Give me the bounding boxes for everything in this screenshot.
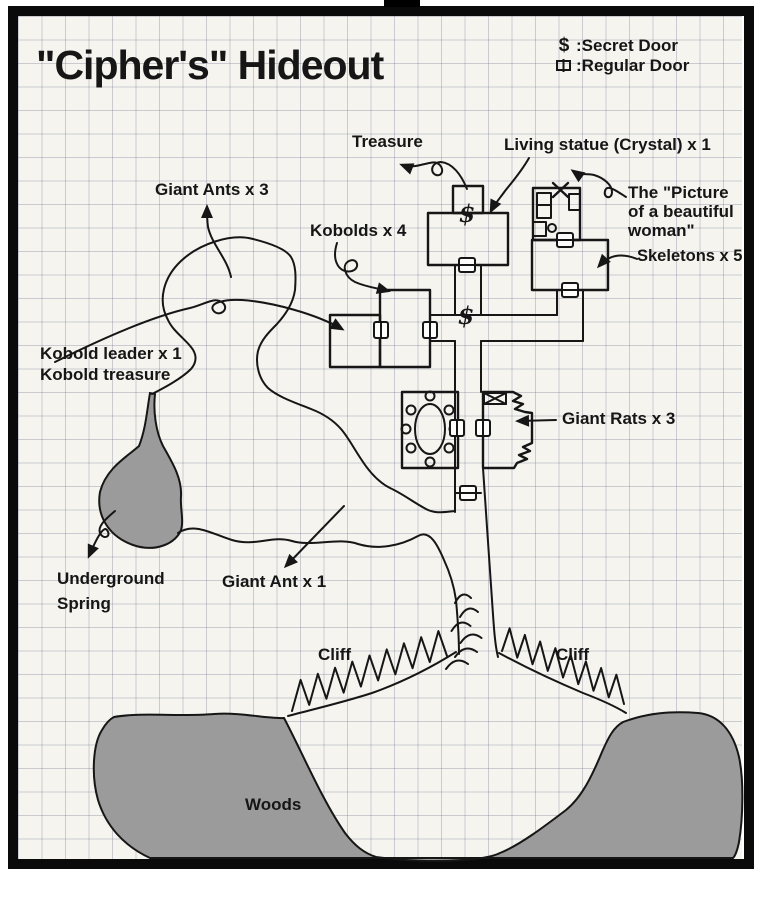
- label-skeletons: Skeletons x 5: [637, 247, 743, 265]
- doors: [373, 232, 579, 501]
- label-cliff-right: Cliff: [556, 645, 590, 664]
- legend-secret-door: $ :Secret Door: [552, 36, 689, 56]
- scan-artifact: [384, 0, 420, 7]
- cliff-left-zigzag: [291, 630, 448, 712]
- secret-door-mark-treasure: $: [459, 199, 476, 228]
- door-skeletons-south: [561, 282, 579, 298]
- legend-secret-label: :Secret Door: [576, 36, 679, 55]
- arrow-giant-ants: [201, 204, 232, 278]
- door-statue-south: [458, 257, 476, 273]
- cliff-right-base: [498, 652, 627, 714]
- label-giant-rats: Giant Rats x 3: [562, 409, 676, 428]
- table-and-chairs: [400, 390, 460, 468]
- map-title: "Cipher's" Hideout: [36, 42, 384, 88]
- cave-outline: [151, 236, 456, 514]
- map-border: [8, 6, 754, 869]
- regular-door-icon: [552, 56, 576, 76]
- picture-room-furniture: [532, 192, 581, 237]
- legend: $ :Secret Door :Regular Door: [552, 36, 689, 76]
- arrow-underground-spring: [87, 510, 116, 559]
- label-giant-ants: Giant Ants x 3: [155, 180, 269, 199]
- door-kobolds-east: [422, 321, 438, 339]
- arrow-treasure: [399, 161, 468, 190]
- arrow-picture: [570, 169, 627, 199]
- label-cliff-left: Cliff: [318, 645, 352, 664]
- label-kobold-leader: Kobold leader x 1 Kobold treasure: [40, 344, 182, 384]
- label-giant-ant: Giant Ant x 1: [222, 572, 327, 591]
- legend-regular-label: :Regular Door: [576, 56, 690, 75]
- cave-bottom-edge: [177, 527, 460, 655]
- cliff-right-zigzag: [501, 627, 625, 705]
- rubble-box: [483, 392, 507, 405]
- label-kobolds: Kobolds x 4: [310, 221, 407, 240]
- underground-spring-area: [98, 391, 184, 549]
- door-rats-west: [475, 419, 491, 437]
- woods-area: [92, 711, 744, 862]
- door-kobold-shared: [373, 321, 389, 339]
- room-giant-rats: [481, 390, 534, 470]
- label-underground-spring: Underground Spring: [57, 569, 165, 613]
- room-picture: [531, 186, 582, 242]
- label-treasure: Treasure: [352, 132, 423, 151]
- arrow-skeletons: [596, 253, 638, 269]
- arrow-living-statue: [489, 157, 530, 214]
- room-kobold-leader: [328, 313, 382, 369]
- trail-slope-marks: [445, 593, 483, 670]
- arrow-giant-ant: [283, 505, 345, 569]
- corridors: [429, 264, 584, 513]
- statue-x-mark: [551, 181, 570, 199]
- label-picture: The "Picture of a beautiful woman": [628, 183, 734, 240]
- arrow-giant-rats: [515, 414, 557, 427]
- cliff-left-base: [287, 651, 457, 717]
- secret-door-icon: $: [558, 35, 570, 56]
- label-woods: Woods: [245, 795, 302, 814]
- annotation-arrows: [54, 157, 638, 569]
- arrow-kobolds: [334, 242, 391, 294]
- door-corridor-south: [459, 485, 477, 501]
- arrow-kobold-leader: [54, 298, 345, 363]
- door-picture-skeletons: [556, 232, 574, 248]
- legend-regular-door: :Regular Door: [552, 56, 689, 76]
- door-table-east: [449, 419, 465, 437]
- entrance-passage-east-wall: [482, 467, 499, 658]
- secret-door-mark-corridor: $: [458, 301, 475, 330]
- label-living-statue: Living statue (Crystal) x 1: [504, 135, 711, 154]
